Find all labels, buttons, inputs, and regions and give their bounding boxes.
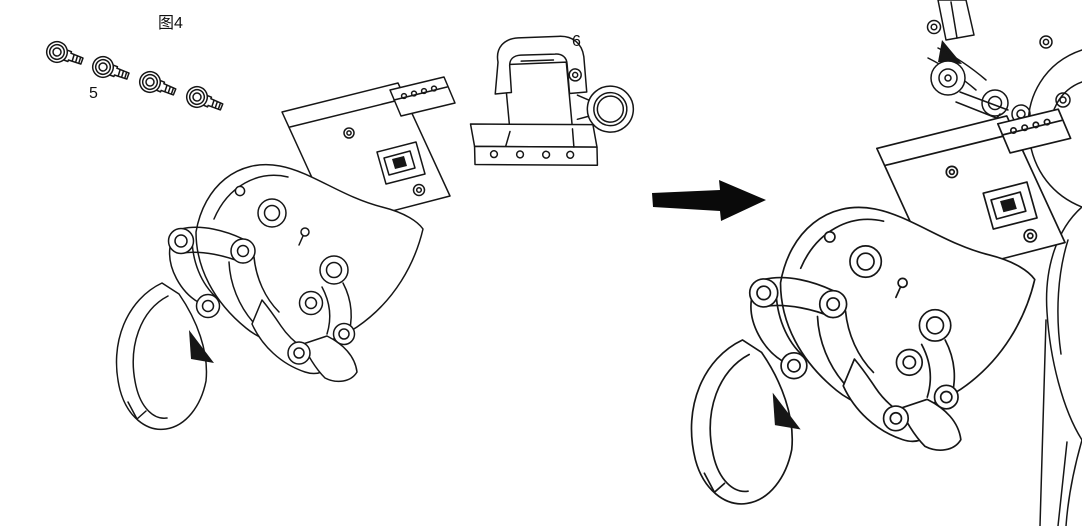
bracket-part-drawing [469, 35, 635, 166]
screw-icon [43, 38, 87, 72]
transform-arrow-icon [652, 180, 766, 221]
screws-drawing [43, 38, 227, 118]
screw-icon [182, 82, 227, 118]
gripper-before-drawing [115, 76, 456, 431]
callout-label-bracket: 6 [572, 33, 581, 50]
figure-title: 图4 [158, 15, 183, 32]
callout-label-screws: 5 [89, 85, 98, 102]
gripper-after-drawing [690, 108, 1072, 505]
screw-icon [89, 53, 133, 87]
screw-icon [135, 67, 180, 103]
